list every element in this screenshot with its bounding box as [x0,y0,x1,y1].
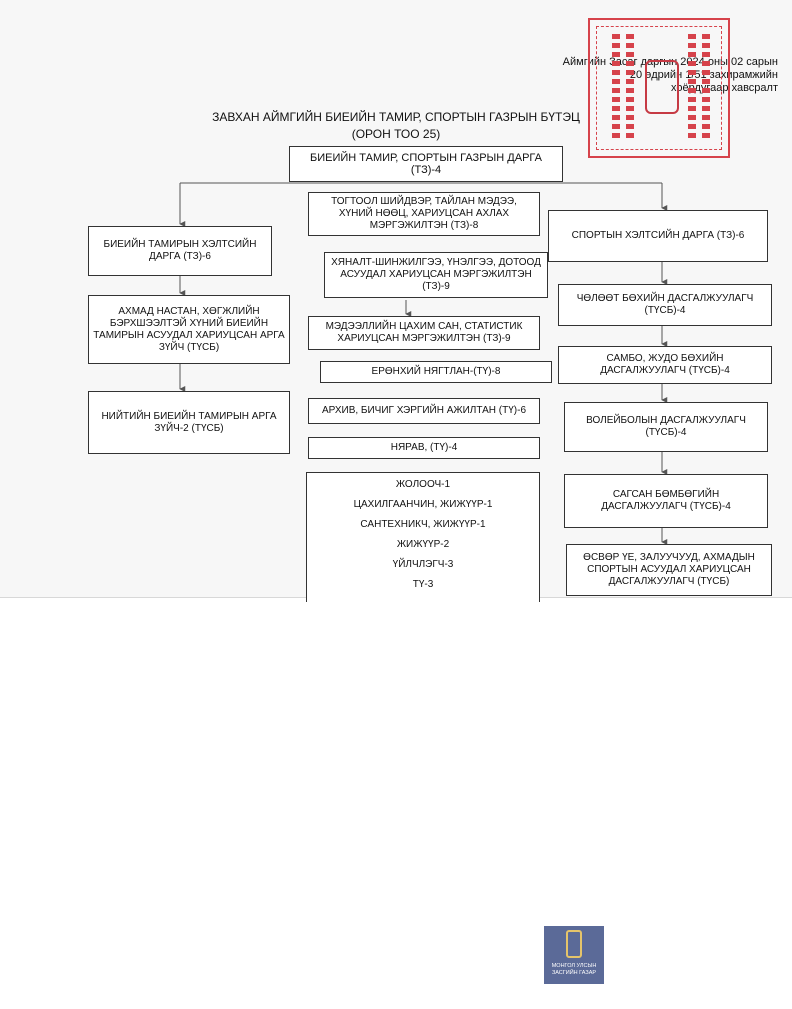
left-box-2: АХМАД НАСТАН, ХӨГЖЛИЙН БЭРХШЭЭЛТЭЙ ХҮНИЙ… [88,295,290,364]
left-box-1: БИЕИЙН ТАМИРЫН ХЭЛТСИЙН ДАРГА (ТЗ)-6 [88,226,272,276]
staff-item: ҮЙЛЧЛЭГЧ-3 [392,559,454,570]
government-logo: МОНГОЛ УЛСЫН ЗАСГИЙН ГАЗАР [544,926,604,984]
right-box-5: САГСАН БӨМБӨГИЙН ДАСГАЛЖУУЛАГЧ (ТҮСБ)-4 [564,474,768,528]
staff-item: ЖОЛООЧ-1 [395,479,451,490]
center-box-4: ЕРӨНХИЙ НЯГТЛАН-(ТҮ)-8 [320,361,552,383]
right-box-4: ВОЛЕЙБОЛЫН ДАСГАЛЖУУЛАГЧ (ТҮСБ)-4 [564,402,768,452]
staff-item: ЖИЖҮҮР-2 [396,539,450,550]
center-box-3: МЭДЭЭЛЛИЙН ЦАХИМ САН, СТАТИСТИК ХАРИУЦСА… [308,316,540,350]
staff-item: САНТЕХНИКЧ, ЖИЖҮҮР-1 [360,519,486,530]
decree-line-3: хоёрдугаар хавсралт [671,82,778,94]
chart-title: ЗАВХАН АЙМГИЙН БИЕИЙН ТАМИР, СПОРТЫН ГАЗ… [212,110,580,124]
left-box-3: НИЙТИЙН БИЕИЙН ТАМИРЫН АРГА ЗҮЙЧ-2 (ТҮСБ… [88,391,290,454]
support-staff-box: ЖОЛООЧ-1 ЦАХИЛГААНЧИН, ЖИЖҮҮР-1 САНТЕХНИ… [306,472,540,602]
connector-lines [179,182,668,545]
right-box-3: САМБО, ЖУДО БӨХИЙН ДАСГАЛЖУУЛАГЧ (ТҮСБ)-… [558,346,772,384]
stamp-emblem [645,60,679,114]
official-stamp [588,18,730,158]
center-box-1: ТОГТООЛ ШИЙДВЭР, ТАЙЛАН МЭДЭЭ, ХҮНИЙ НӨӨ… [308,192,540,236]
right-box-2: ЧӨЛӨӨТ БӨХИЙН ДАСГАЛЖУУЛАГЧ (ТҮСБ)-4 [558,284,772,326]
soyombo-icon [566,930,582,958]
chart-subtitle: (ОРОН ТОО 25) [351,127,441,141]
staff-item: ЦАХИЛГААНЧИН, ЖИЖҮҮР-1 [353,499,493,510]
head-box: БИЕИЙН ТАМИР, СПОРТЫН ГАЗРЫН ДАРГА (ТЗ)-… [289,146,563,182]
center-box-2: ХЯНАЛТ-ШИНЖИЛГЭЭ, ҮНЭЛГЭЭ, ДОТООД АСУУДА… [324,252,548,298]
staff-item: ТҮ-3 [412,579,434,590]
right-box-6: ӨСВӨР ҮЕ, ЗАЛУУЧУУД, АХМАДЫН СПОРТЫН АСУ… [566,544,772,596]
logo-caption: МОНГОЛ УЛСЫН ЗАСГИЙН ГАЗАР [551,963,597,976]
right-box-1: СПОРТЫН ХЭЛТСИЙН ДАРГА (ТЗ)-6 [548,210,768,262]
center-box-5: АРХИВ, БИЧИГ ХЭРГИЙН АЖИЛТАН (ТҮ)-6 [308,398,540,424]
center-box-6: НЯРАВ, (ТҮ)-4 [308,437,540,459]
